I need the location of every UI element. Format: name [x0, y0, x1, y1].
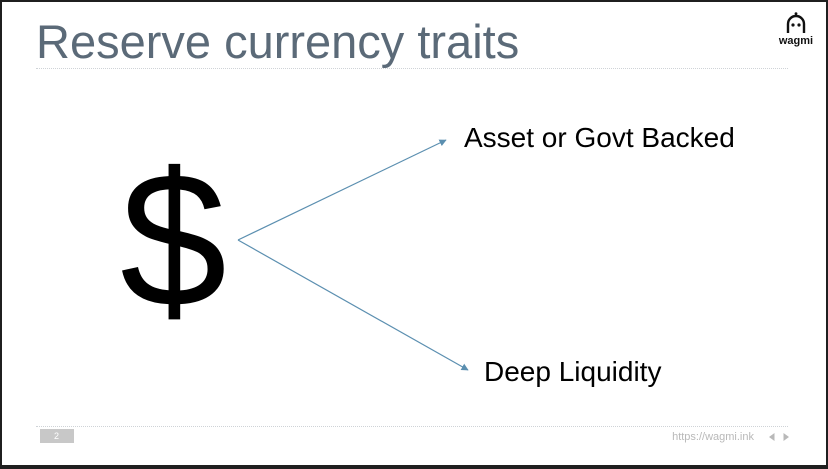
footer-divider: [36, 426, 788, 427]
arrow-to-bottom-branch: [237, 239, 469, 371]
branch-label-asset-backed: Asset or Govt Backed: [464, 122, 735, 153]
logo-text: wagmi: [778, 35, 814, 47]
wagmi-logo: wagmi: [774, 12, 818, 52]
triangle-right-icon[interactable]: [780, 431, 792, 443]
footer-url[interactable]: https://wagmi.ink: [672, 431, 754, 443]
page-number-badge: 2: [40, 429, 74, 443]
triangle-left-icon[interactable]: [766, 431, 778, 443]
robot-head-icon: [786, 12, 806, 33]
branch-label-deep-liquidity: Deep Liquidity: [484, 356, 662, 387]
title-divider: [36, 68, 788, 69]
arrow-to-top-branch: [237, 139, 447, 241]
dollar-symbol: $: [120, 132, 227, 347]
slide-title: Reserve currency traits: [36, 15, 520, 68]
